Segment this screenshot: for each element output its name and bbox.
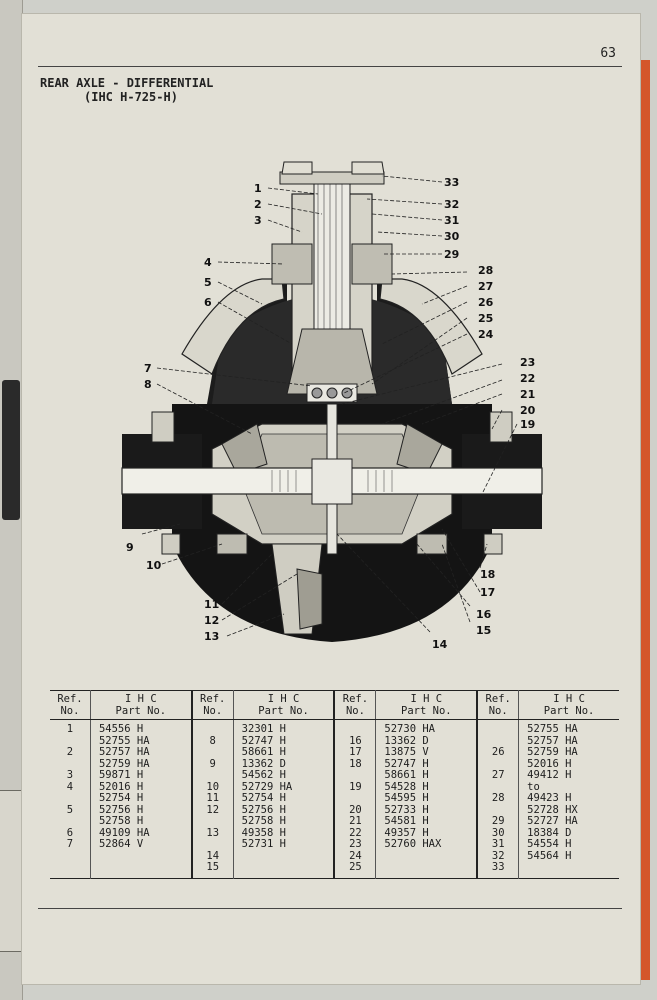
callout-1: 1	[254, 182, 262, 195]
ref-header: Ref.No.	[50, 690, 91, 720]
callout-31: 31	[444, 214, 459, 227]
ref-header: Ref.No.	[334, 690, 377, 720]
callout-7: 7	[144, 362, 152, 375]
callout-3: 3	[254, 214, 262, 227]
callout-6: 6	[204, 296, 212, 309]
page-subtitle: (IHC H-725-H)	[84, 90, 178, 104]
callout-9: 9	[126, 541, 134, 554]
header-rule	[38, 66, 622, 67]
callout-13: 13	[204, 630, 219, 643]
callout-32: 32	[444, 198, 459, 211]
binding-edge	[640, 60, 650, 980]
ref-header: Ref.No.	[477, 690, 520, 720]
callout-labels: 1 2 3 4 5 6 7 8 9 10 11 12 13 14 15 16 1…	[126, 176, 536, 651]
callout-18: 18	[480, 568, 495, 581]
callout-16: 16	[476, 608, 492, 621]
callout-20: 20	[520, 404, 536, 417]
callout-5: 5	[204, 276, 212, 289]
facing-page-edge	[0, 0, 23, 1000]
callout-11: 11	[204, 598, 219, 611]
callout-8: 8	[144, 378, 152, 391]
differential-diagram: 1 2 3 4 5 6 7 8 9 10 11 12 13 14 15 16 1…	[121, 161, 543, 651]
callout-25: 25	[478, 312, 493, 325]
callout-22: 22	[520, 372, 535, 385]
page-title: REAR AXLE - DIFFERENTIAL	[40, 76, 214, 90]
callout-24: 24	[478, 328, 494, 341]
facing-page-image-fragment	[2, 380, 20, 520]
callout-23: 23	[520, 356, 535, 369]
callout-15: 15	[476, 624, 491, 637]
callout-17: 17	[480, 586, 495, 599]
footer-rule	[38, 908, 622, 909]
callout-14: 14	[432, 638, 448, 651]
callout-10: 10	[146, 559, 162, 572]
callout-29: 29	[444, 248, 459, 261]
callout-30: 30	[444, 230, 460, 243]
callout-2: 2	[254, 198, 262, 211]
callout-12: 12	[204, 614, 219, 627]
callout-27: 27	[478, 280, 493, 293]
document-page: 63 REAR AXLE - DIFFERENTIAL (IHC H-725-H…	[22, 14, 640, 984]
facing-page-table-fragment	[0, 790, 23, 952]
callout-19: 19	[520, 418, 535, 431]
callout-4: 4	[204, 256, 212, 269]
callout-33: 33	[444, 176, 459, 189]
callout-28: 28	[478, 264, 493, 277]
page-number: 63	[600, 46, 616, 61]
callout-leader-lines	[141, 175, 518, 637]
callout-21: 21	[520, 388, 535, 401]
ref-header: Ref.No.	[191, 690, 234, 720]
housing-illustration	[121, 161, 543, 642]
callout-26: 26	[478, 296, 494, 309]
